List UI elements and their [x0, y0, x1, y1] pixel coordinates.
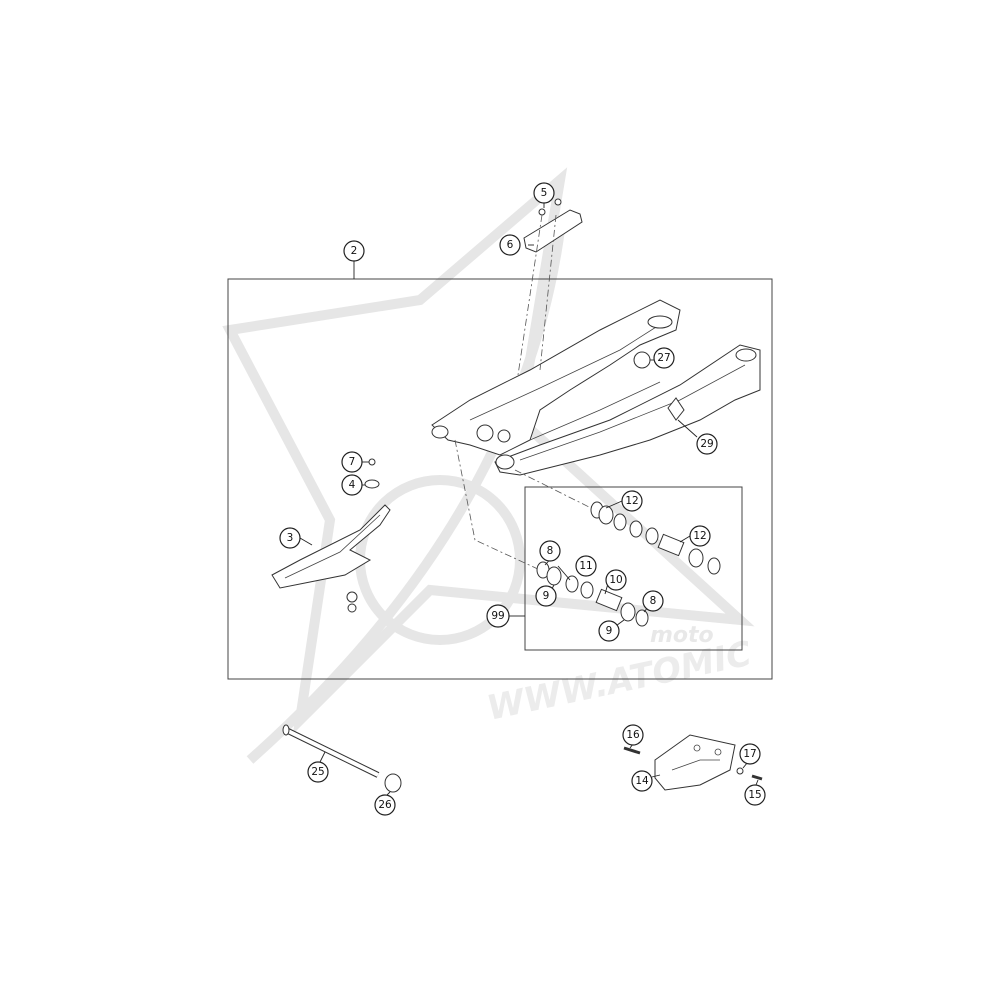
dash-5-a [517, 214, 543, 376]
callout-7: 7 [341, 451, 363, 473]
callout-5: 5 [533, 182, 555, 204]
part-3-screw [347, 603, 357, 613]
part-4-bushing [364, 479, 380, 489]
callout-9-a: 9 [535, 585, 557, 607]
callout-3-label: 3 [287, 532, 294, 544]
part-26-nut [384, 773, 402, 793]
brake-caliper-mount [667, 397, 685, 421]
ktm-badge [497, 429, 511, 443]
dash-5-b [539, 214, 557, 371]
callout-14-label: 14 [635, 775, 649, 787]
callout-12-a: 12 [621, 490, 643, 512]
callout-4-label: 4 [349, 479, 356, 491]
callout-15-label: 15 [748, 789, 761, 801]
part-3-washer [346, 591, 358, 603]
bearing-ring-3 [645, 527, 659, 545]
bearing-12b [688, 548, 704, 568]
axle-head [282, 724, 290, 736]
callout-99-label: 99 [491, 610, 504, 622]
callout-5-label: 5 [541, 187, 548, 199]
part-3-chain-slider [271, 504, 391, 613]
part-15-screw [751, 774, 763, 781]
callout-8a-label: 8 [547, 545, 554, 557]
part-7-screw [368, 458, 376, 466]
callout-11: 11 [575, 555, 597, 577]
part-16-bolt [623, 746, 641, 755]
seal-8b [635, 609, 649, 627]
callout-29-label: 29 [700, 438, 713, 450]
callout-15: 15 [744, 784, 766, 806]
callout-9b-label: 9 [606, 625, 613, 637]
part-5-bolt-b [554, 198, 562, 206]
part-6-plate [523, 209, 583, 253]
callout-12-b: 12 [689, 525, 711, 547]
pivot-sleeve-upper [657, 533, 685, 557]
callout-25: 25 [307, 761, 329, 783]
callout-16-label: 16 [626, 729, 640, 741]
part-27-grommet [633, 351, 651, 369]
bearing-9b [620, 602, 636, 622]
callout-4: 4 [341, 474, 363, 496]
callout-2: 2 [343, 240, 365, 262]
swingarm-assembly-box [227, 278, 773, 680]
part-17-washer [736, 767, 744, 775]
ring-11b [580, 581, 594, 599]
sleeve-10 [595, 588, 623, 612]
callout-99: 99 [486, 604, 510, 628]
callout-11-label: 11 [579, 560, 592, 572]
callout-9-b: 9 [598, 620, 620, 642]
bearing-9a [546, 566, 562, 586]
callout-25-label: 25 [311, 766, 324, 778]
callout-26-label: 26 [378, 799, 392, 811]
chain-guide-hole-2 [714, 748, 722, 756]
bearing-12a [598, 505, 614, 525]
callout-6-label: 6 [507, 239, 514, 251]
part-5-bolt-a [538, 208, 546, 216]
callout-12b-label: 12 [693, 530, 706, 542]
callout-14: 14 [631, 770, 653, 792]
pivot-hole [476, 424, 494, 442]
callout-29: 29 [696, 433, 718, 455]
part-14-chain-guide [623, 734, 763, 791]
part-25-26-pivot-axle [282, 724, 402, 793]
watermark: WWW.ATOMIC moto [222, 167, 756, 764]
chain-guide-hole-1 [693, 744, 701, 752]
callout-26: 26 [374, 794, 396, 816]
callout-9a-label: 9 [543, 590, 550, 602]
callout-2-label: 2 [351, 245, 358, 257]
bearing-ring-1 [613, 513, 627, 531]
callout-3: 3 [279, 527, 301, 549]
callout-27: 27 [653, 347, 675, 369]
callout-16: 16 [622, 724, 644, 746]
dash-left-pivot [454, 439, 541, 571]
callout-10: 10 [605, 569, 627, 591]
callout-8-b: 8 [642, 590, 664, 612]
callout-10-label: 10 [609, 574, 622, 586]
watermark-url-text: WWW.ATOMIC [484, 634, 756, 729]
callout-12a-label: 12 [625, 495, 638, 507]
bearing-ring-2 [629, 520, 643, 538]
callout-17: 17 [739, 743, 761, 765]
part-5-6-chain-slider-top [517, 198, 583, 376]
pivot-bore-right [495, 454, 515, 470]
bearing-kit-parts [536, 501, 721, 627]
watermark-logo-text: moto [650, 623, 714, 648]
chain-adjuster-slot-right [735, 348, 757, 362]
callout-8-a: 8 [539, 540, 561, 562]
bearing-seal-12b [707, 557, 721, 575]
swingarm [431, 299, 761, 476]
callout-8b-label: 8 [650, 595, 657, 607]
callout-17-label: 17 [743, 748, 756, 760]
pivot-bore-left [431, 425, 449, 439]
bearing-kit-box [524, 486, 743, 651]
callout-7-label: 7 [349, 456, 356, 468]
callout-6: 6 [499, 234, 521, 256]
ring-11 [565, 575, 579, 593]
chain-adjuster-slot-left [647, 315, 673, 329]
callout-27-label: 27 [657, 352, 670, 364]
